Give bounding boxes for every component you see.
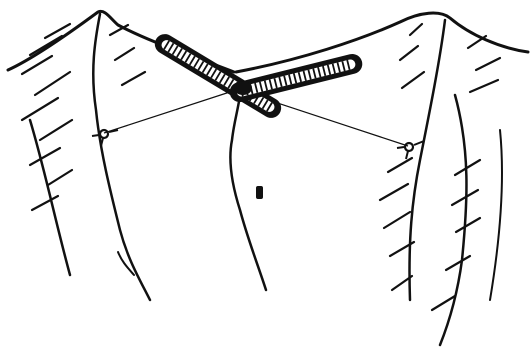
right-slope-hatching	[380, 24, 500, 310]
right-face-contour	[409, 20, 445, 300]
left-rope	[104, 90, 236, 133]
right-outer-contour	[490, 130, 502, 300]
right-inner-contour	[440, 95, 466, 345]
small-figure-icon	[256, 186, 263, 199]
left-outer-slope	[30, 120, 70, 275]
right-ridge-outline	[236, 13, 528, 72]
ladder-crossing-knot	[234, 81, 252, 95]
